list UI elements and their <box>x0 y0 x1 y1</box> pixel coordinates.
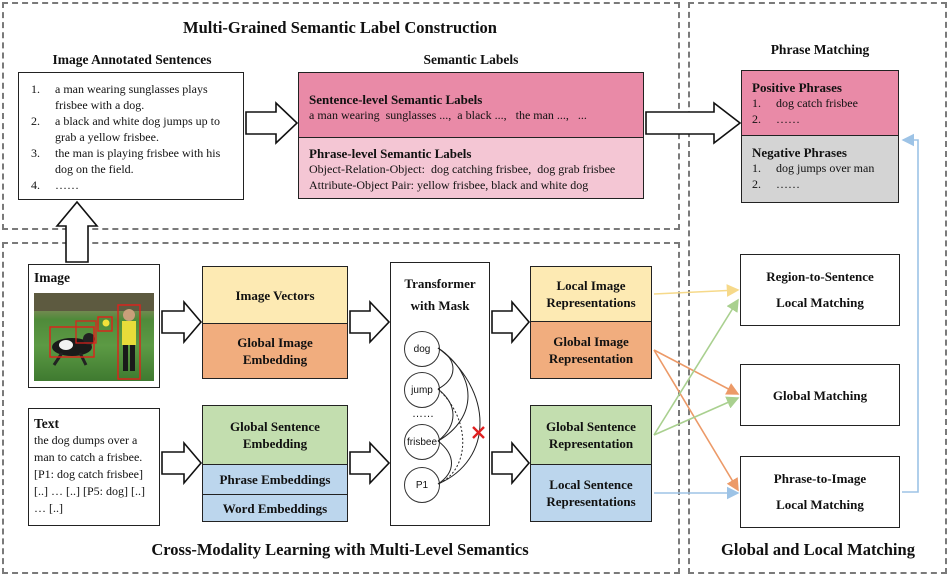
phrase-level-line-1: Object-Relation-Object: dog catching fri… <box>309 162 616 176</box>
label-construction-title: Multi-Grained Semantic Label Constructio… <box>183 18 497 37</box>
list-item: 2. …… <box>752 112 898 128</box>
negative-phrases-box: Negative Phrases 1. dog jumps over man 2.… <box>741 135 899 203</box>
negative-phrases-list: 1. dog jumps over man 2. …… <box>752 161 898 192</box>
image-label: Image <box>34 270 70 285</box>
item-number: 1. <box>752 161 761 175</box>
local-image-representations-box: Local Image Representations <box>530 266 652 322</box>
item-number: 2. <box>752 176 761 191</box>
phrase-level-labels-box: Phrase-level Semantic Labels Object-Rela… <box>298 137 644 199</box>
item-number: 1. <box>752 96 761 110</box>
item-text: …… <box>776 111 800 126</box>
positive-phrases-box: Positive Phrases 1. dog catch frisbee 2. …… <box>741 70 899 136</box>
item-text: the man is playing frisbee with his dog … <box>55 146 221 176</box>
list-item: 3. the man is playing frisbee with his do… <box>31 146 235 177</box>
item-text: a man wearing sunglasses plays frisbee w… <box>55 82 208 112</box>
phrase-matching-header: Phrase Matching <box>770 42 870 57</box>
semantic-labels-header: Semantic Labels <box>423 52 519 67</box>
matching-title: Global and Local Matching <box>721 540 915 559</box>
image-input-box: Image <box>28 264 160 388</box>
item-text: dog catch frisbee <box>776 96 858 110</box>
item-number: 3. <box>31 146 40 160</box>
global-image-embedding-box: Global Image Embedding <box>202 323 348 379</box>
photo-illustration <box>34 293 154 380</box>
local-sentence-representations-box: Local Sentence Representations <box>530 464 652 522</box>
item-number: 2. <box>752 111 761 126</box>
global-sentence-embedding-box: Global Sentence Embedding <box>202 405 348 465</box>
text-body: the dog dumps over a man to catch a fris… <box>34 433 145 515</box>
positive-phrases-title: Positive Phrases <box>752 80 842 95</box>
item-number: 4. <box>31 178 40 192</box>
transformer-title: Transformer with Mask <box>404 276 476 313</box>
frisbee-photo <box>34 293 154 381</box>
item-number: 1. <box>31 82 40 96</box>
list-item: 2. …… <box>752 177 898 193</box>
phrase-to-image-matching-box: Phrase-to-Image Local Matching <box>740 456 900 528</box>
text-input-box: Text the dog dumps over a man to catch a… <box>28 408 160 526</box>
phrase-level-line-2: Attribute-Object Pair: yellow frisbee, b… <box>309 177 589 192</box>
item-text: a black and white dog jumps up to grab a… <box>55 114 220 144</box>
annotated-sentences-box: 1. a man wearing sunglasses plays frisbee… <box>18 72 244 200</box>
list-item: 4. …… <box>31 178 235 194</box>
item-text: …… <box>776 176 800 191</box>
token-ellipsis: …… <box>412 408 434 420</box>
sentence-level-text: a man wearing sunglasses ..., a black ..… <box>309 108 587 122</box>
global-image-representation-box: Global Image Representation <box>530 321 652 379</box>
phrase-level-title: Phrase-level Semantic Labels <box>309 146 472 161</box>
list-item: 1. a man wearing sunglasses plays frisbee… <box>31 82 235 113</box>
global-sentence-representation-box: Global Sentence Representation <box>530 405 652 465</box>
item-text: dog jumps over man <box>776 161 875 175</box>
token-node-jump: jump <box>404 372 440 408</box>
sentence-level-labels-box: Sentence-level Semantic Labels a man wea… <box>298 72 644 138</box>
annotated-sentences-list: 1. a man wearing sunglasses plays frisbee… <box>31 82 235 194</box>
global-matching-box: Global Matching <box>740 364 900 426</box>
negative-phrases-title: Negative Phrases <box>752 145 847 160</box>
token-node-dog: dog <box>404 331 440 367</box>
word-embeddings-box: Word Embeddings <box>202 494 348 522</box>
token-node-frisbee: frisbee <box>404 424 440 460</box>
positive-phrases-list: 1. dog catch frisbee 2. …… <box>752 96 898 127</box>
matching-section <box>688 2 947 574</box>
image-vectors-box: Image Vectors <box>202 266 348 324</box>
sentence-level-title: Sentence-level Semantic Labels <box>309 92 483 107</box>
list-item: 1. dog catch frisbee <box>752 96 898 112</box>
list-item: 1. dog jumps over man <box>752 161 898 177</box>
item-text: …… <box>55 178 79 192</box>
phrase-embeddings-box: Phrase Embeddings <box>202 464 348 495</box>
token-node-p1: P1 <box>404 467 440 503</box>
region-to-sentence-matching-box: Region-to-Sentence Local Matching <box>740 254 900 326</box>
text-label: Text <box>34 416 60 431</box>
cross-modality-title: Cross-Modality Learning with Multi-Level… <box>151 540 529 559</box>
list-item: 2. a black and white dog jumps up to grab… <box>31 114 235 145</box>
item-number: 2. <box>31 114 40 128</box>
annotated-sentences-header: Image Annotated Sentences <box>52 52 212 67</box>
